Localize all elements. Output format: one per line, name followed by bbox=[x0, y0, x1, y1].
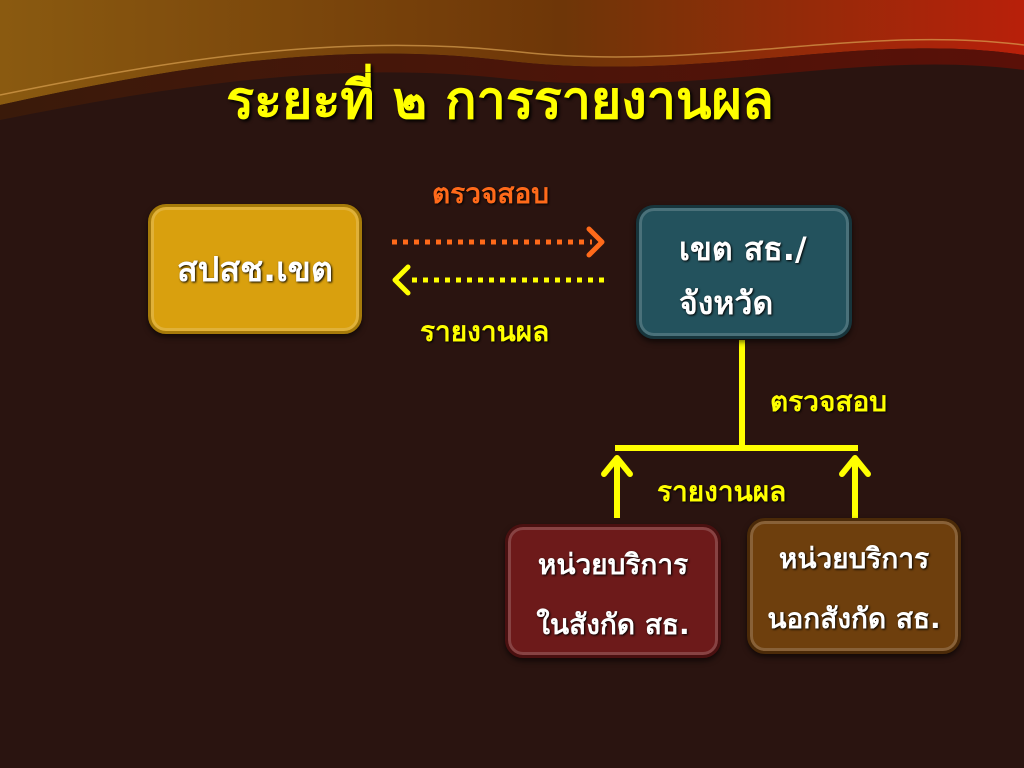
inspect-label-top: ตรวจสอบ bbox=[432, 177, 550, 210]
inside-label-line2: ในสังกัด สธ. bbox=[536, 608, 690, 641]
province-label-line2: จังหวัด bbox=[679, 284, 774, 322]
province-label-line1: เขต สธ./ bbox=[679, 230, 807, 268]
inspect-arrow-head bbox=[586, 226, 605, 258]
left-up-arrow-head bbox=[601, 455, 633, 477]
inspect-label-right: ตรวจสอบ bbox=[770, 385, 888, 418]
outside-label-line2: นอกสังกัด สธ. bbox=[767, 602, 941, 635]
report-label-left: รายงานผล bbox=[420, 315, 550, 348]
service-unit-inside-box: หน่วยบริการ ในสังกัด สธ. bbox=[505, 524, 721, 658]
slide-title: ระยะที่ ๒ การรายงานผล bbox=[226, 71, 774, 131]
report-arrow-head bbox=[392, 264, 411, 296]
inside-label-line1: หน่วยบริการ bbox=[537, 548, 689, 581]
outside-label-line1: หน่วยบริการ bbox=[778, 542, 930, 575]
right-up-arrow-head bbox=[839, 455, 871, 477]
region-office-label: สปสช.เขต bbox=[176, 250, 334, 290]
province-box: เขต สธ./ จังหวัด bbox=[636, 205, 852, 339]
service-unit-outside-box: หน่วยบริการ นอกสังกัด สธ. bbox=[747, 518, 961, 654]
report-label-bottom: รายงานผล bbox=[657, 475, 787, 508]
region-office-box: สปสช.เขต bbox=[148, 204, 362, 334]
